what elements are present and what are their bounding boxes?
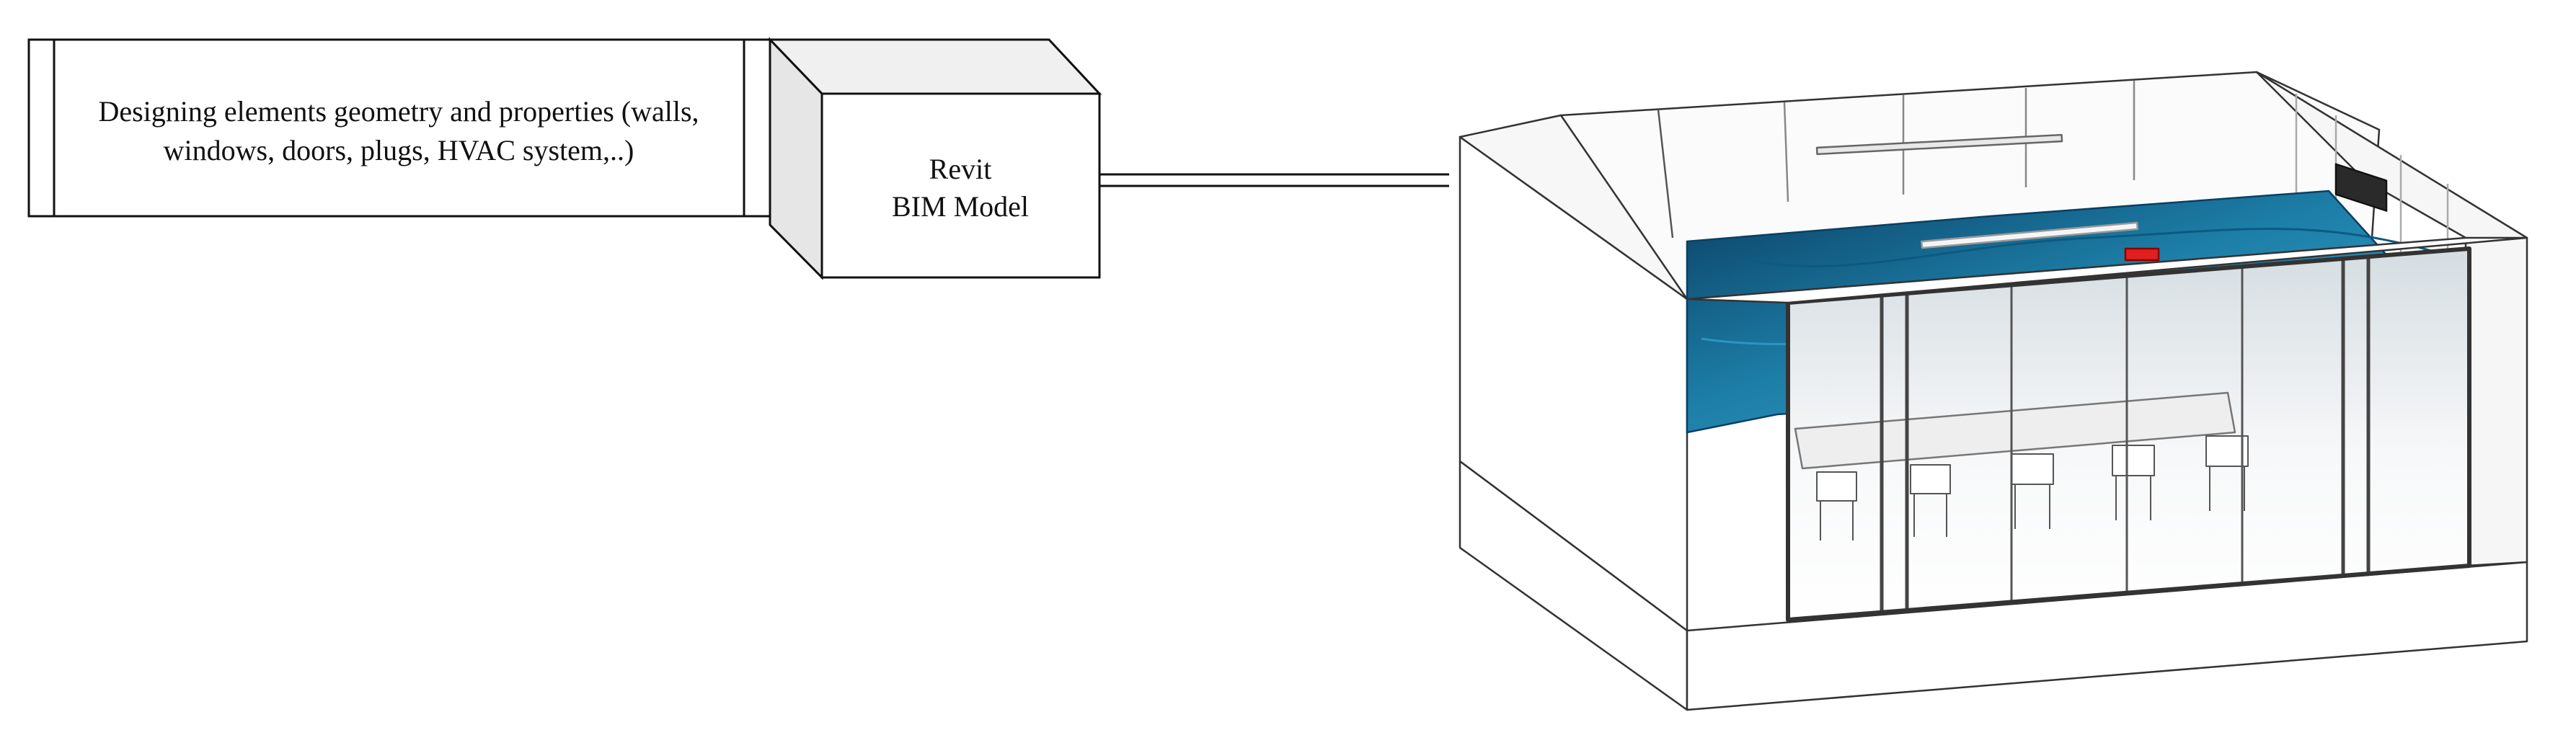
process-box: Designing elements geometry and properti… xyxy=(27,38,776,218)
model-box-top-face xyxy=(767,38,1102,95)
isometric-room-icon xyxy=(1459,71,2528,711)
ceiling-airflow-contour-1 xyxy=(1744,228,2438,267)
model-box-front-face xyxy=(820,92,1101,279)
model-box: Revit BIM Model xyxy=(767,37,1102,280)
chair-5 xyxy=(2205,435,2249,511)
process-box-text-line1: Designing elements geometry and properti… xyxy=(98,95,699,128)
hvac-return-grille xyxy=(2334,163,2388,212)
back-wall-post-2 xyxy=(1783,102,1789,203)
front-glass-frame xyxy=(1786,246,2471,622)
hvac-diffuser-1 xyxy=(2124,247,2160,262)
chair-4 xyxy=(2112,445,2155,520)
double-line-connector xyxy=(1099,173,1449,187)
model-box-text-line2: BIM Model xyxy=(892,190,1029,223)
ceiling-light-fixture xyxy=(1920,221,2139,249)
chair-1 xyxy=(1816,471,1857,540)
process-box-text-line2: windows, doors, plugs, HVAC system,..) xyxy=(164,134,634,166)
process-box-outline xyxy=(27,38,776,218)
model-box-text-line1: Revit xyxy=(929,153,992,185)
chairs xyxy=(1816,435,2249,540)
chair-2 xyxy=(1910,464,1951,537)
front-top-beam xyxy=(1686,236,2528,304)
back-wall-light-fixture xyxy=(1815,133,2063,156)
back-wall-post-1 xyxy=(1657,109,1674,239)
